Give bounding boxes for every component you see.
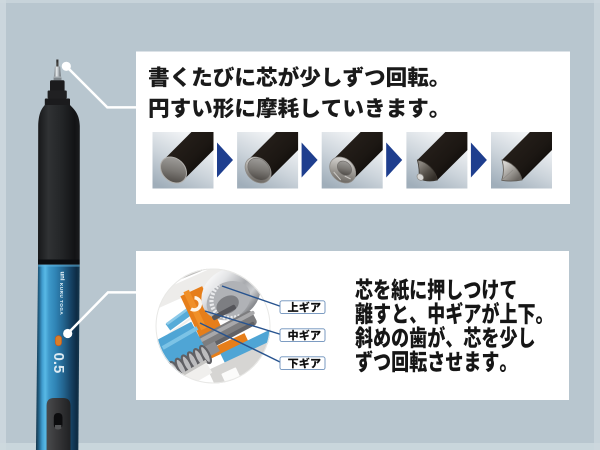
svg-text:KURU TOGA: KURU TOGA xyxy=(59,283,64,315)
svg-text:0.5: 0.5 xyxy=(50,353,67,374)
svg-text:uni: uni xyxy=(59,272,65,281)
